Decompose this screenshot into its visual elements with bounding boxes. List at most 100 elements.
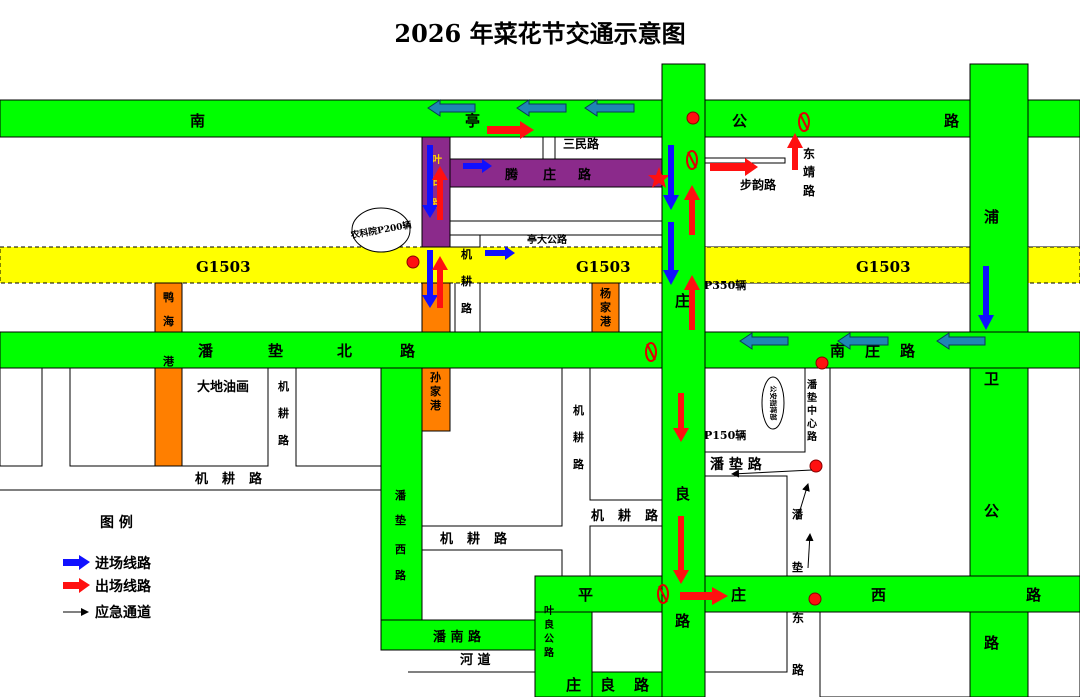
road-label: 港 — [430, 398, 442, 412]
teal-arrow-icon — [427, 99, 476, 117]
entry-arrow-icon — [663, 222, 679, 285]
no-entry-signs — [645, 112, 810, 604]
road-label: 机 — [195, 471, 208, 487]
sanmin-road-label: 三民路 — [563, 136, 600, 151]
road-label: 杨 — [600, 286, 611, 300]
road-label: 潘 — [792, 507, 804, 521]
g1503-label: G1503 — [576, 258, 631, 276]
entry-arrow-icon — [422, 250, 438, 308]
road-label: 良 — [600, 676, 615, 694]
road-label: 路 — [573, 457, 585, 471]
teal-arrow-icon — [936, 332, 986, 350]
river-label: 河 道 — [460, 652, 491, 668]
road-label: 路 — [645, 508, 659, 524]
ting-da-road-label: 亭大公路 — [527, 233, 568, 246]
entry-arrow-icon — [663, 145, 679, 210]
road-label: 耕 — [278, 406, 289, 420]
road-label: 庄 — [675, 292, 690, 310]
legend-exit-swatch — [63, 582, 79, 589]
road-label: 南 — [190, 112, 205, 130]
road-label: 潘 — [198, 342, 214, 360]
legend-exit-label: 出场线路 — [95, 578, 152, 595]
ji-geng-lu-strip — [449, 234, 481, 248]
road-label: 良 — [675, 485, 690, 503]
exit-arrow-icon — [684, 275, 700, 330]
legend: 图 例 进场线路 出场线路 应急通道 — [95, 514, 152, 621]
road-label: 耕 — [222, 471, 235, 487]
road-label: 腾 — [504, 167, 519, 183]
road-label: 耕 — [467, 531, 480, 547]
road-label: 耕 — [573, 430, 584, 444]
road-label: 路 — [803, 183, 816, 198]
entry-arrow-icon — [485, 246, 515, 260]
ye-ri-lu-road — [421, 136, 451, 248]
road-label: 路 — [807, 430, 818, 443]
road-label: 公 — [732, 112, 747, 130]
exit-arrow-icon — [432, 166, 448, 220]
pan-nan-road-label: 潘 南 路 — [433, 629, 482, 645]
no-entry-icon — [798, 112, 810, 132]
ting-da-gong-lu-road — [449, 220, 663, 236]
teal-arrow-icon — [837, 332, 889, 350]
road-label: 庄 — [543, 167, 556, 183]
emergency-arrows — [63, 469, 814, 616]
map-title: 2026 年菜花节交通示意图 — [394, 19, 685, 48]
road-label: 亭 — [465, 112, 480, 130]
road-label: 路 — [675, 612, 691, 630]
teal-arrow-icon — [739, 332, 789, 350]
road-label: 路 — [944, 112, 960, 130]
road-label: 路 — [578, 167, 592, 183]
road-label: 路 — [900, 342, 916, 360]
dadi-youhua-label: 大地油画 — [197, 379, 249, 395]
no-entry-icon — [686, 150, 698, 170]
road-label: 公 — [984, 502, 999, 520]
road-label: 机 — [278, 379, 289, 393]
entry-arrow-icon — [463, 159, 492, 173]
entry-arrow-icon — [422, 145, 438, 218]
entry-arrows — [63, 145, 994, 570]
road-label: 港 — [163, 354, 175, 368]
road-label: 路 — [792, 662, 805, 677]
road-label: 良 — [544, 618, 554, 631]
p150-parking-label: P150辆 — [704, 428, 746, 442]
exit-arrow-icon — [787, 133, 803, 170]
checkpoint-dot — [809, 459, 823, 473]
road-label: 路 — [984, 634, 1000, 652]
exit-arrow-icon — [487, 121, 534, 139]
road-label: 潘 — [395, 488, 407, 502]
road-label: 垫 — [268, 342, 283, 360]
teal-arrows — [427, 99, 986, 350]
checkpoint-dot — [686, 111, 700, 125]
road-label: 路 — [249, 471, 263, 487]
legend-title: 图 例 — [100, 514, 133, 531]
command-post-marker — [761, 376, 785, 430]
exit-arrow-icon — [680, 587, 728, 605]
road-label: 公 — [544, 633, 554, 645]
road-label: 叶 — [544, 604, 554, 617]
road-label: 机 — [440, 531, 453, 547]
road-label: 路 — [634, 676, 650, 694]
no-entry-icon — [657, 584, 669, 604]
g1503-label: G1503 — [196, 258, 251, 276]
road-label: 南 — [830, 342, 845, 360]
p200-parking-marker — [351, 207, 411, 253]
legend-entry-label: 进场线路 — [95, 555, 152, 572]
checkpoint-dots — [406, 111, 829, 606]
buyun-road-label: 步韵路 — [740, 177, 777, 192]
venue-star-icon — [648, 167, 670, 188]
road-label: 平 — [578, 586, 593, 604]
road-label: 北 — [337, 342, 352, 360]
road-label: 路 — [1026, 586, 1042, 604]
road-label: 垫 — [395, 513, 406, 527]
road-label: 庄 — [566, 676, 581, 694]
road-label: 孙 — [430, 370, 441, 384]
road-label: 庄 — [865, 342, 880, 360]
road-label: 路 — [395, 568, 407, 582]
road-label: 路 — [544, 646, 555, 659]
no-entry-icon — [645, 342, 657, 362]
teal-arrow-icon — [516, 99, 567, 117]
road-label: 潘 — [807, 378, 818, 391]
g1503-label: G1503 — [856, 258, 911, 276]
road-label: 东 — [803, 146, 815, 161]
road-label: 路 — [461, 301, 473, 315]
